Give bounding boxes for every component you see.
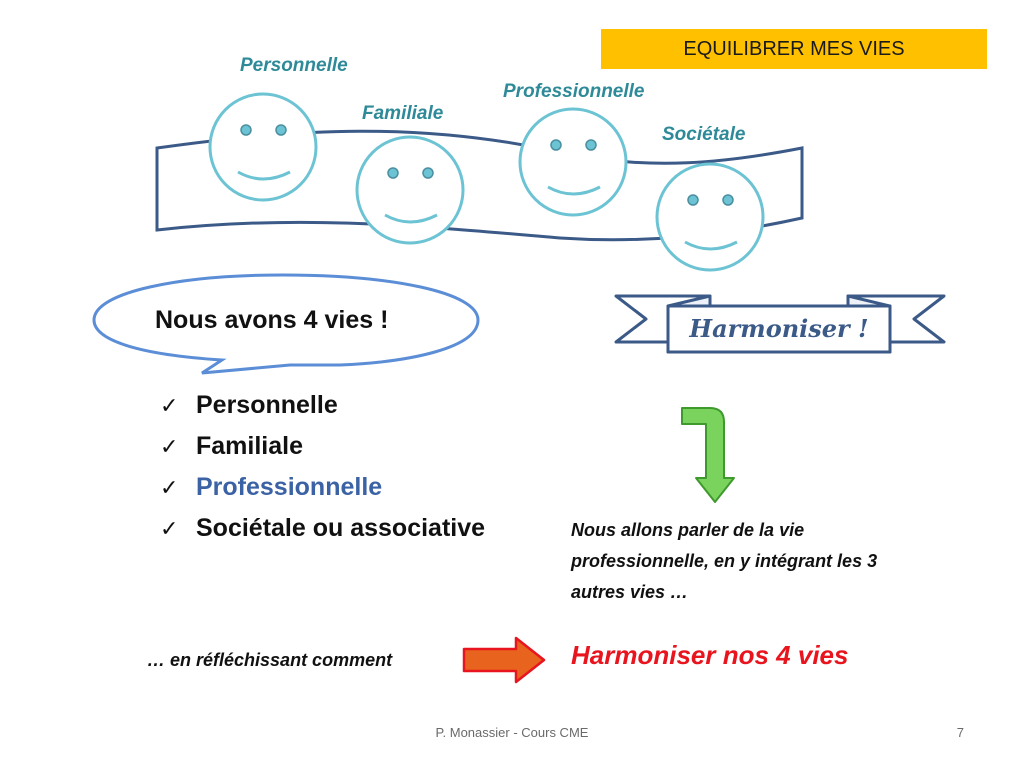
slide-title: EQUILIBRER MES VIES [601,29,987,69]
note-text: Nous allons parler de la vie professionn… [571,520,878,602]
harmoniser-banner: Harmoniser ! [614,294,946,354]
list-item: ✓ Personnelle [160,388,485,429]
speech-bubble [92,273,480,375]
bent-down-arrow-icon [681,407,735,503]
footer-text: P. Monassier - Cours CME [435,725,589,740]
check-icon: ✓ [160,517,179,542]
harmoniser-statement: Harmoniser nos 4 vies [571,640,849,670]
banner-center [666,304,892,354]
list-item-label: Professionnelle [196,473,383,501]
check-icon: ✓ [160,435,179,460]
label-familiale: Familiale [362,103,444,124]
smiley-personnelle [208,92,318,202]
check-icon: ✓ [160,476,179,501]
smiley-professionnelle [518,107,628,217]
smiley-societale [655,162,765,272]
page-number: 7 [956,725,964,740]
list-item-label: Sociétale ou associative [196,514,486,542]
label-professionnelle: Professionnelle [503,81,645,102]
list-item-label: Personnelle [196,391,338,419]
banner-text: Harmoniser ! [688,314,868,343]
check-icon: ✓ [160,394,179,419]
right-arrow-icon [462,636,546,684]
list-item: ✓ Professionnelle [160,470,485,511]
lives-checklist: ✓ Personnelle ✓ Familiale ✓ Professionnelle… [160,388,485,552]
smiley-familiale [355,135,465,245]
list-item: ✓ Sociétale ou associative [160,511,485,552]
label-personnelle: Personnelle [240,55,348,76]
lives-ribbon-graphic [155,92,804,272]
list-item: ✓ Familiale [160,429,485,470]
label-societale: Sociétale [662,124,746,145]
bubble-text: Nous avons 4 vies ! [155,306,389,334]
reflect-text: … en réfléchissant comment [147,650,393,670]
list-item-label: Familiale [196,432,303,460]
